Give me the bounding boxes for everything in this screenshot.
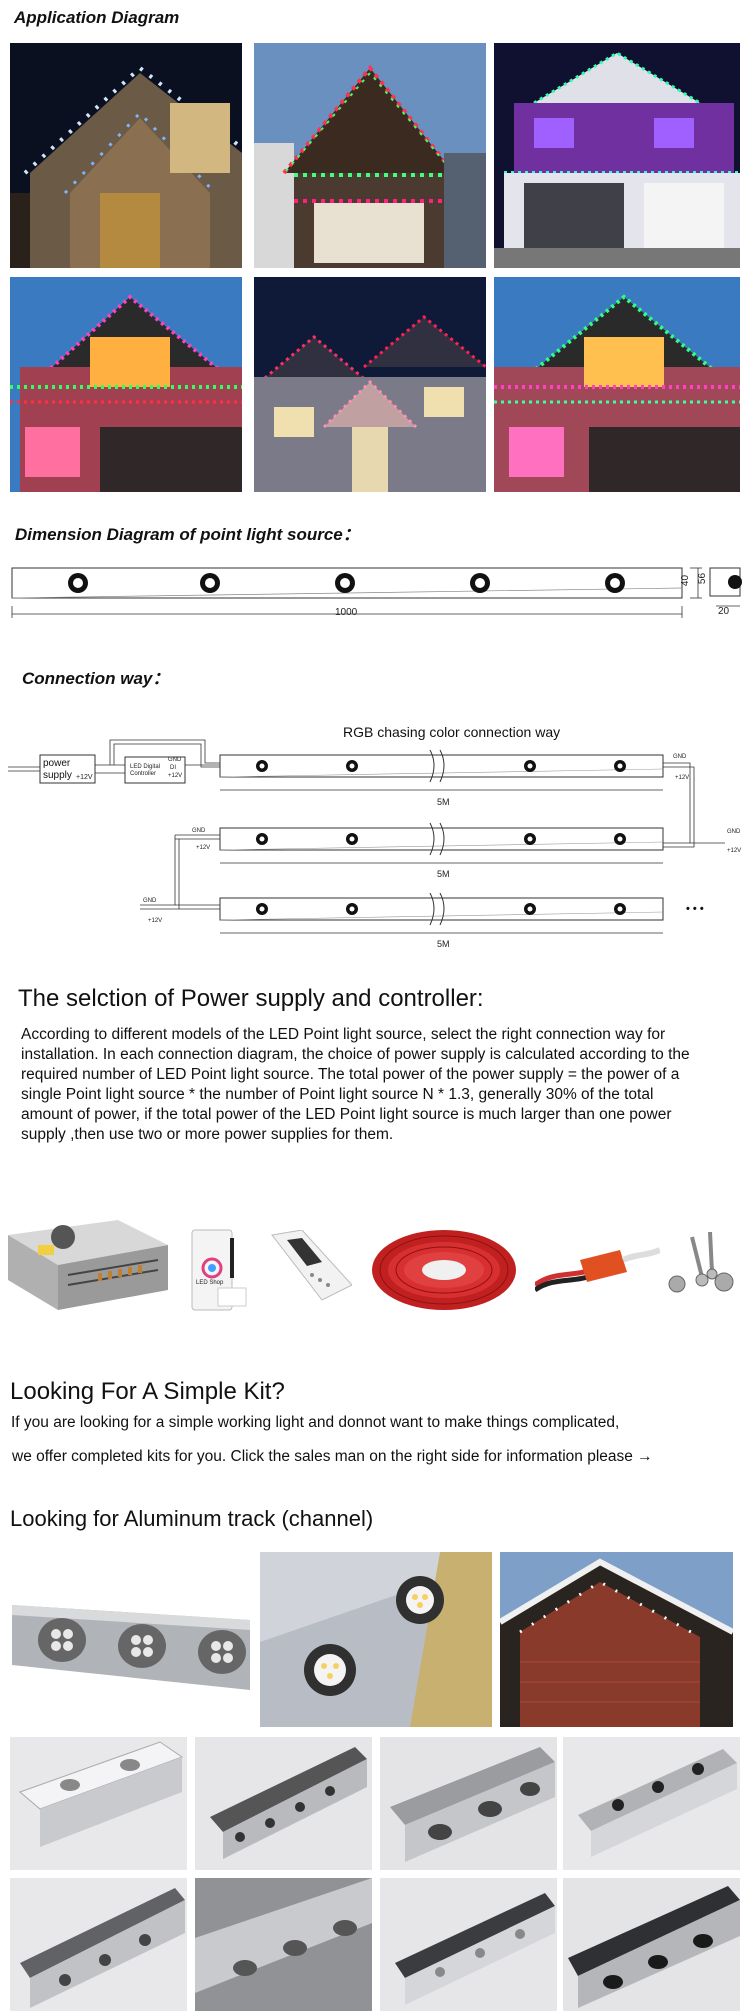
strip2-v-label: +12V (196, 845, 211, 851)
selection-line-6: supply ,then use two or more power suppl… (21, 1126, 394, 1143)
controller-label: LED Digital Controller (130, 764, 160, 778)
strip3-v-label: +12V (148, 918, 163, 924)
connection-heading: Connection way： (22, 669, 170, 688)
strip1-gnd-label: GND (673, 754, 687, 760)
connection-diagram-title: RGB chasing color connection way (343, 724, 561, 740)
kit-title: Looking For A Simple Kit? (10, 1378, 285, 1405)
channel-photo-3 (380, 1737, 557, 1870)
application-photo-2 (254, 43, 486, 268)
channel-photo-7 (380, 1878, 557, 2011)
dimension-diagram (11, 567, 742, 618)
aluminum-title: Looking for Aluminum track (channel) (10, 1506, 374, 1531)
application-photo-3 (494, 43, 740, 268)
power-label-line1: power (43, 758, 71, 769)
channel-photo-2 (195, 1737, 372, 1870)
power-voltage-label: +12V (76, 774, 93, 781)
application-photo-4 (10, 277, 242, 492)
connection-diagram (8, 739, 725, 934)
controller-di: DI (170, 765, 176, 771)
dimension-height-label: 40 (680, 574, 692, 587)
controller-v: +12V (168, 773, 183, 779)
power-supply-photo (8, 1215, 168, 1315)
channel-photo-4 (563, 1737, 740, 1870)
selection-line-4: single Point light source * the number o… (21, 1086, 654, 1103)
dimension-heading: Dimension Diagram of point light source： (15, 525, 360, 544)
selection-line-5: amount of power, if the total power of t… (21, 1106, 672, 1123)
aluminum-photo-led-bar (12, 1590, 250, 1700)
strip3-gnd-label: GND (143, 898, 157, 904)
cable-reel-photo (370, 1225, 518, 1315)
dimension-depth-label: 20 (718, 606, 730, 617)
kit-line-1: If you are looking for a simple working … (11, 1414, 620, 1431)
channel-photo-1 (10, 1737, 187, 1870)
controller-label-line2: Controller (130, 771, 157, 777)
strip3-length-label: 5M (437, 939, 450, 949)
selection-paragraph: According to different models of the LED… (21, 1025, 746, 1145)
strip2-right-v-label: +12V (727, 848, 742, 854)
aluminum-photo-roof (500, 1552, 733, 1727)
channel-photo-5 (10, 1878, 187, 2011)
dimension-side-label: 56 (697, 572, 709, 585)
strip2-length-label: 5M (437, 869, 450, 879)
aluminum-photo-closeup (260, 1552, 492, 1727)
kit-line-2: we offer completed kits for you. Click t… (12, 1448, 653, 1465)
dimension-length-label: 1000 (335, 607, 358, 618)
remote-controller-photo (262, 1230, 352, 1310)
screws-photo (662, 1232, 742, 1300)
controller-gnd: GND (168, 757, 182, 763)
controller-box-brand: LED Shop (196, 1280, 224, 1286)
application-photo-1 (10, 43, 242, 268)
strip1-v-label: +12V (675, 775, 690, 781)
selection-line-2: installation. In each connection diagram… (21, 1046, 690, 1063)
channel-photo-6 (195, 1878, 372, 2011)
power-supply-label: power supply (43, 758, 72, 782)
strip2-right-gnd-label: GND (727, 829, 741, 835)
strip2-gnd-label: GND (192, 828, 206, 834)
continuation-dots: • • • (686, 903, 704, 915)
power-label-line2: supply (43, 770, 72, 781)
strip1-length-label: 5M (437, 797, 450, 807)
application-photo-5 (254, 277, 486, 492)
selection-title: The selction of Power supply and control… (18, 985, 484, 1012)
connector-photo (535, 1240, 660, 1300)
controller-label-line1: LED Digital (130, 764, 161, 770)
selection-line-1: According to different models of the LED… (21, 1026, 666, 1043)
application-photo-6 (494, 277, 740, 492)
channel-photo-8 (563, 1878, 740, 2011)
selection-line-3: required number of LED Point light sourc… (21, 1066, 680, 1083)
controller-box-photo (190, 1228, 248, 1313)
application-heading: Application Diagram (14, 8, 180, 27)
